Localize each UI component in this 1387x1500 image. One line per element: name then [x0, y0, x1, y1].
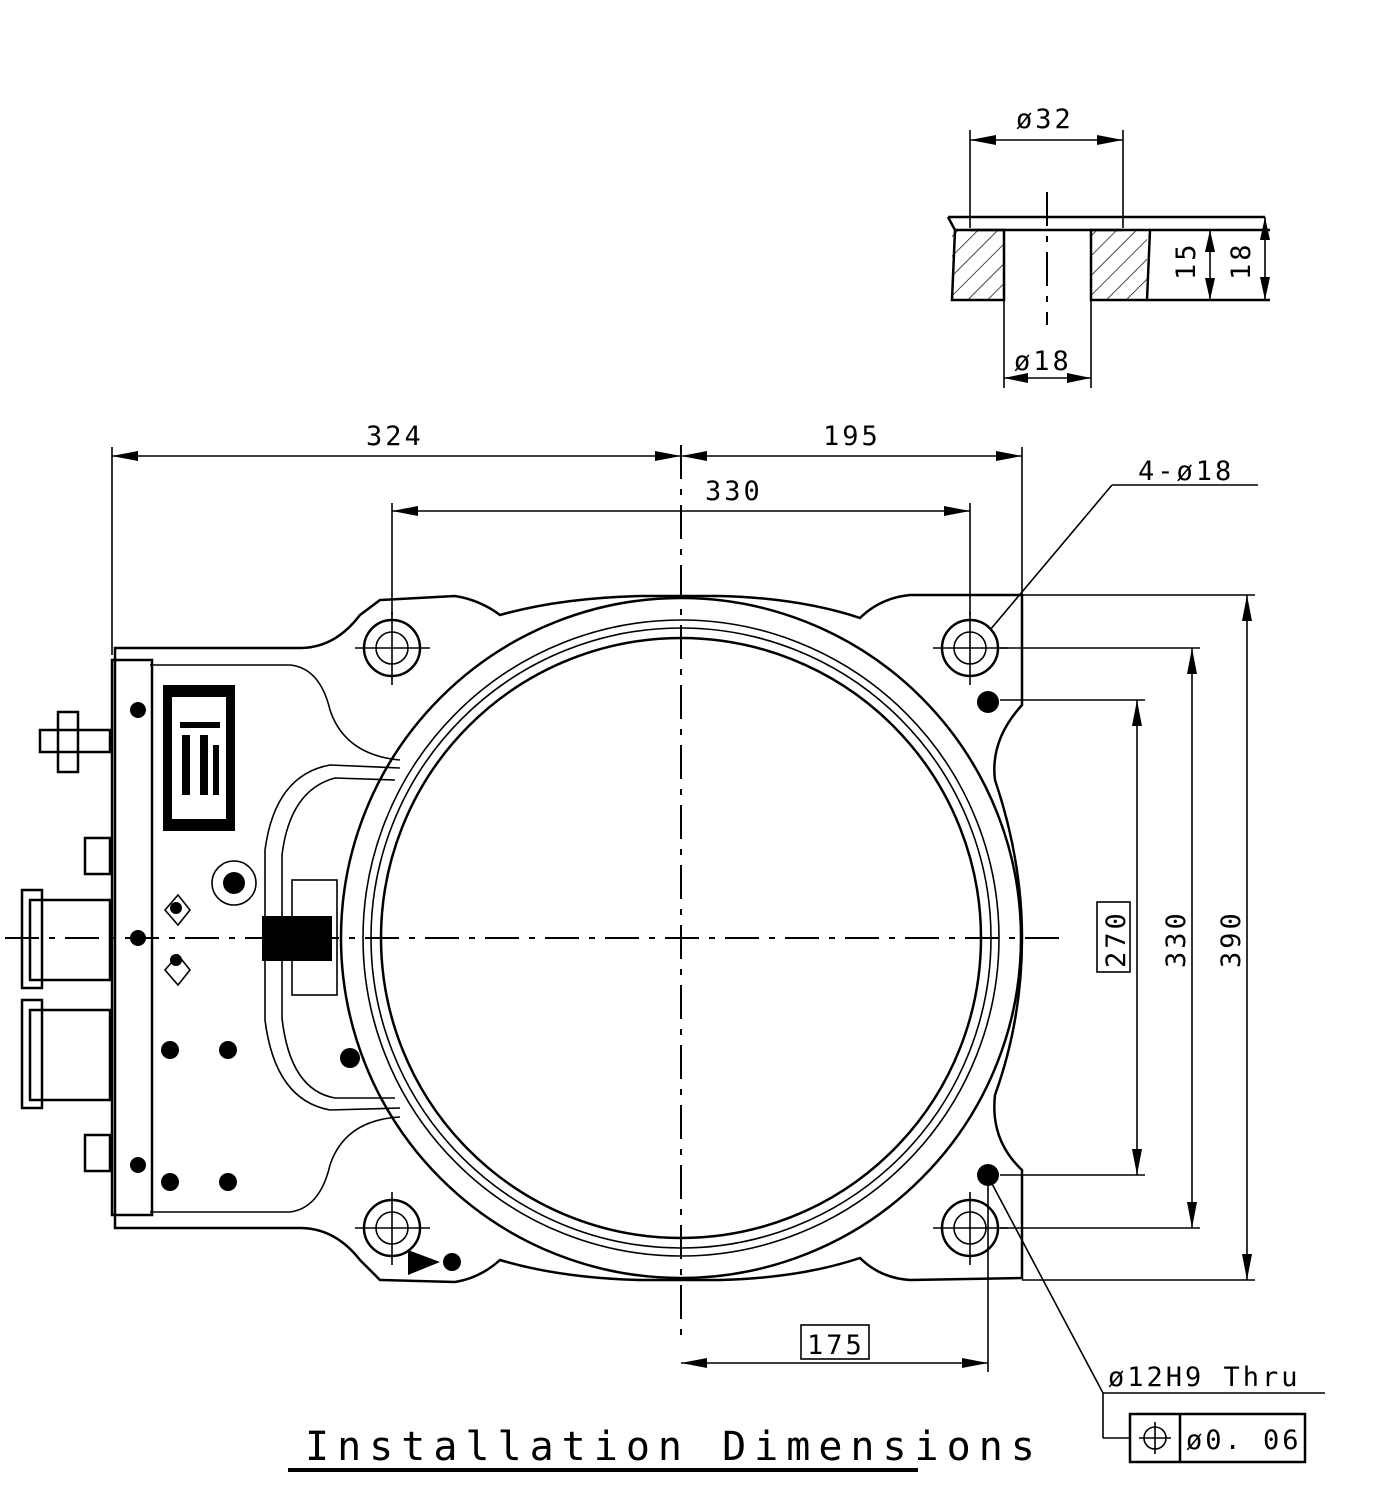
dim-330-horizontal-label: 330	[705, 476, 763, 507]
dim-175-label: 175	[807, 1330, 865, 1361]
dim-270-label: 270	[1101, 910, 1132, 968]
dim-324-label: 324	[366, 421, 424, 452]
dim-390-label: 390	[1216, 910, 1247, 968]
pin-holes	[408, 691, 999, 1275]
mounting-holes-label: 4-ø18	[1138, 456, 1234, 487]
hole-diameter-label: ø18	[1014, 346, 1072, 377]
counterbore-diameter-label: ø32	[1016, 104, 1074, 135]
mounting-holes	[355, 612, 1008, 1265]
connectors	[20, 710, 112, 1173]
section-left-hatch	[952, 230, 1004, 300]
fasteners	[130, 702, 360, 1191]
plan-view: 324 195 330 4-ø18 270 330 390	[5, 421, 1325, 1464]
position-tolerance-label: ø0. 06	[1186, 1425, 1302, 1456]
dim-195-label: 195	[823, 421, 881, 452]
drawing-title: Installation Dimensions	[305, 1424, 1043, 1470]
counterbore-depth-label: 15	[1171, 241, 1202, 280]
pin-hole-label: ø12H9 Thru	[1108, 1362, 1301, 1393]
flange-inner-contour	[150, 664, 401, 1213]
dim-330-vertical-label: 330	[1161, 910, 1192, 968]
dim-175-box	[800, 1324, 870, 1360]
plate-thickness-label: 18	[1226, 241, 1257, 280]
dim-270-box	[1096, 901, 1131, 973]
tolerance-frame	[1128, 1412, 1307, 1464]
counterbore-section-detail: ø32 ø18 15 18	[946, 104, 1270, 388]
section-right-hatch	[1091, 230, 1147, 300]
